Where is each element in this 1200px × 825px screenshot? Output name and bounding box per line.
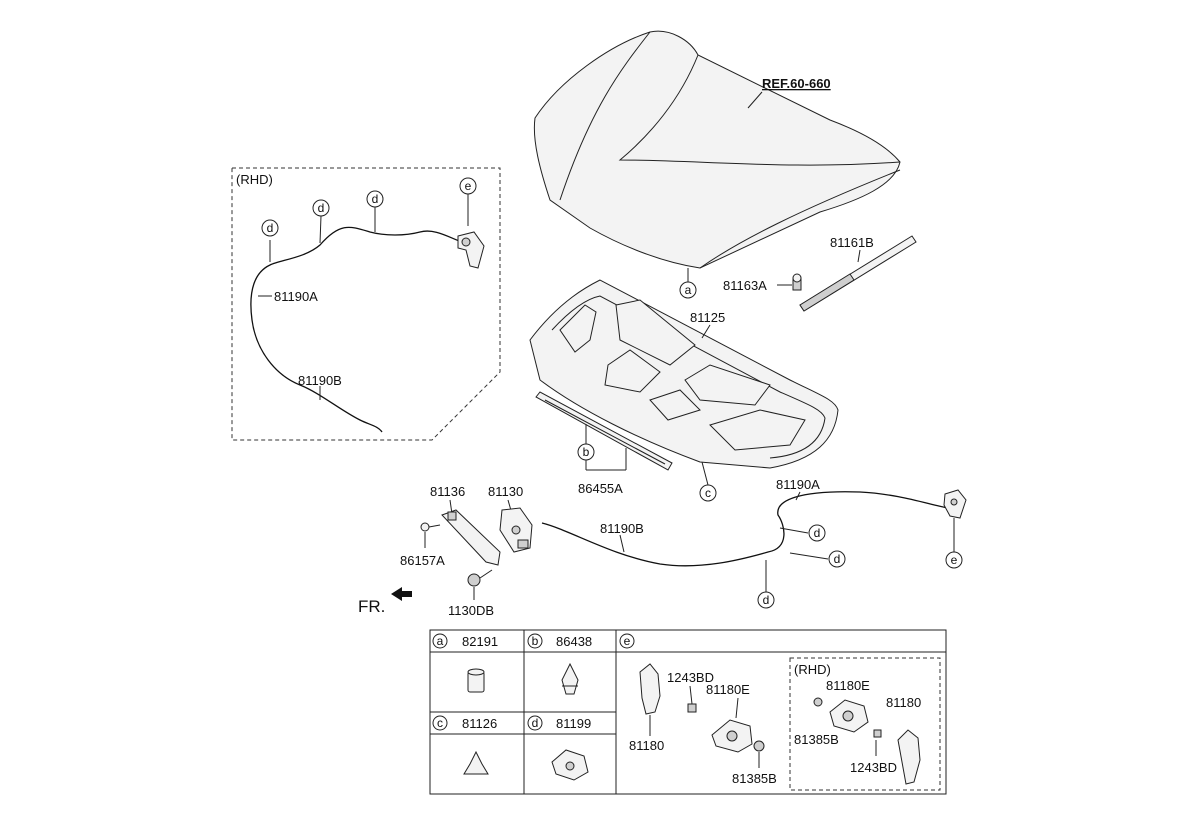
label-86455A: 86455A bbox=[578, 481, 623, 496]
svg-text:d: d bbox=[834, 552, 841, 566]
front-arrow-icon bbox=[391, 587, 412, 601]
svg-text:b: b bbox=[583, 445, 590, 459]
svg-text:d: d bbox=[763, 593, 770, 607]
legend-callout-e bbox=[619, 633, 635, 649]
bolt-1130DB bbox=[467, 569, 493, 587]
hood-inner-panel-81125 bbox=[529, 279, 839, 469]
callout-d bbox=[828, 550, 846, 568]
callout-a bbox=[679, 281, 697, 299]
cable-clip-81199-icon bbox=[551, 749, 589, 781]
label-81190A-rhd: 81190A bbox=[274, 289, 318, 304]
hood-strut-81161B bbox=[799, 235, 917, 312]
release-lever bbox=[943, 489, 967, 519]
legend-rhd-lever: 81180E bbox=[826, 678, 870, 693]
svg-text:d: d bbox=[532, 716, 539, 730]
ref-leader bbox=[747, 91, 763, 109]
svg-text:e: e bbox=[624, 634, 631, 648]
callout-b bbox=[577, 443, 595, 461]
svg-text:e: e bbox=[951, 553, 958, 567]
svg-text:d: d bbox=[814, 526, 821, 540]
legend-part-81126: 81126 bbox=[462, 716, 497, 731]
legend-part-86438: 86438 bbox=[556, 634, 592, 649]
callout-e bbox=[945, 551, 963, 569]
label-81161B: 81161B bbox=[830, 235, 874, 250]
legend-callout-d bbox=[527, 715, 543, 731]
clip-81126-icon bbox=[463, 750, 489, 775]
rhd-handle-81180-icon bbox=[897, 729, 921, 785]
svg-text:d: d bbox=[318, 201, 325, 215]
rhd-release-cable bbox=[250, 226, 463, 433]
legend-rhd-handle: 81180 bbox=[886, 695, 921, 710]
legend-e-handle: 81180 bbox=[629, 738, 664, 753]
legend-e-bolt: 1243BD bbox=[667, 670, 714, 685]
svg-text:b: b bbox=[532, 634, 539, 648]
rhd-bolt-1243BD-icon bbox=[873, 729, 882, 738]
bumper-82191-icon bbox=[467, 668, 485, 693]
callout-e bbox=[459, 177, 477, 195]
lever-81180E-icon bbox=[711, 719, 753, 753]
clip-86438-icon bbox=[561, 662, 579, 695]
rhd-frame bbox=[231, 167, 501, 441]
svg-text:a: a bbox=[437, 634, 444, 648]
legend-callout-c bbox=[432, 715, 448, 731]
release-handle-81180-icon bbox=[639, 663, 661, 715]
label-81136: 81136 bbox=[430, 484, 465, 499]
callout-c bbox=[699, 484, 717, 502]
legend-e-lever: 81180E bbox=[706, 682, 750, 697]
ball-stud-81163A bbox=[792, 273, 802, 291]
rhd-lever-81180E-icon bbox=[829, 699, 869, 733]
hood-latch-81130 bbox=[499, 507, 533, 553]
ref-label: REF.60-660 bbox=[762, 76, 831, 91]
label-81190B-main: 81190B bbox=[600, 521, 644, 536]
rhd-release-lever bbox=[457, 231, 485, 269]
label-81125: 81125 bbox=[690, 310, 725, 325]
legend-rhd-frame bbox=[789, 657, 941, 791]
rhd-label: (RHD) bbox=[236, 172, 273, 187]
legend-e-nut: 81385B bbox=[732, 771, 777, 786]
rhd-nut-81385B-icon bbox=[813, 697, 823, 707]
legend-part-81199: 81199 bbox=[556, 716, 591, 731]
label-86157A: 86157A bbox=[400, 553, 445, 568]
bolt-1243BD-icon bbox=[687, 703, 697, 713]
svg-text:e: e bbox=[465, 179, 472, 193]
latch-bracket-81136 bbox=[441, 509, 501, 566]
legend-callout-a bbox=[432, 633, 448, 649]
svg-text:c: c bbox=[705, 486, 711, 500]
callout-d bbox=[757, 591, 775, 609]
hood-panel bbox=[533, 30, 901, 269]
label-1130DB: 1130DB bbox=[448, 603, 494, 618]
legend-rhd-label: (RHD) bbox=[794, 662, 831, 677]
legend-part-82191: 82191 bbox=[462, 634, 498, 649]
bolt-86157A bbox=[420, 522, 441, 532]
callout-d bbox=[808, 524, 826, 542]
legend-rhd-nut: 81385B bbox=[794, 732, 839, 747]
svg-text:a: a bbox=[685, 283, 692, 297]
label-81190B-rhd: 81190B bbox=[298, 373, 342, 388]
weatherstrip-86455A bbox=[535, 391, 673, 471]
legend-rhd-bolt: 1243BD bbox=[850, 760, 897, 775]
nut-81385B-icon bbox=[753, 740, 765, 752]
callout-d bbox=[261, 219, 279, 237]
svg-text:c: c bbox=[437, 716, 443, 730]
callout-d bbox=[312, 199, 330, 217]
release-cable bbox=[541, 491, 949, 567]
svg-text:d: d bbox=[267, 221, 274, 235]
label-81163A: 81163A bbox=[723, 278, 767, 293]
label-81190A-main: 81190A bbox=[776, 477, 820, 492]
svg-text:d: d bbox=[372, 192, 379, 206]
front-direction-label: FR. bbox=[358, 597, 385, 616]
callout-d bbox=[366, 190, 384, 208]
legend-callout-b bbox=[527, 633, 543, 649]
label-81130: 81130 bbox=[488, 484, 523, 499]
